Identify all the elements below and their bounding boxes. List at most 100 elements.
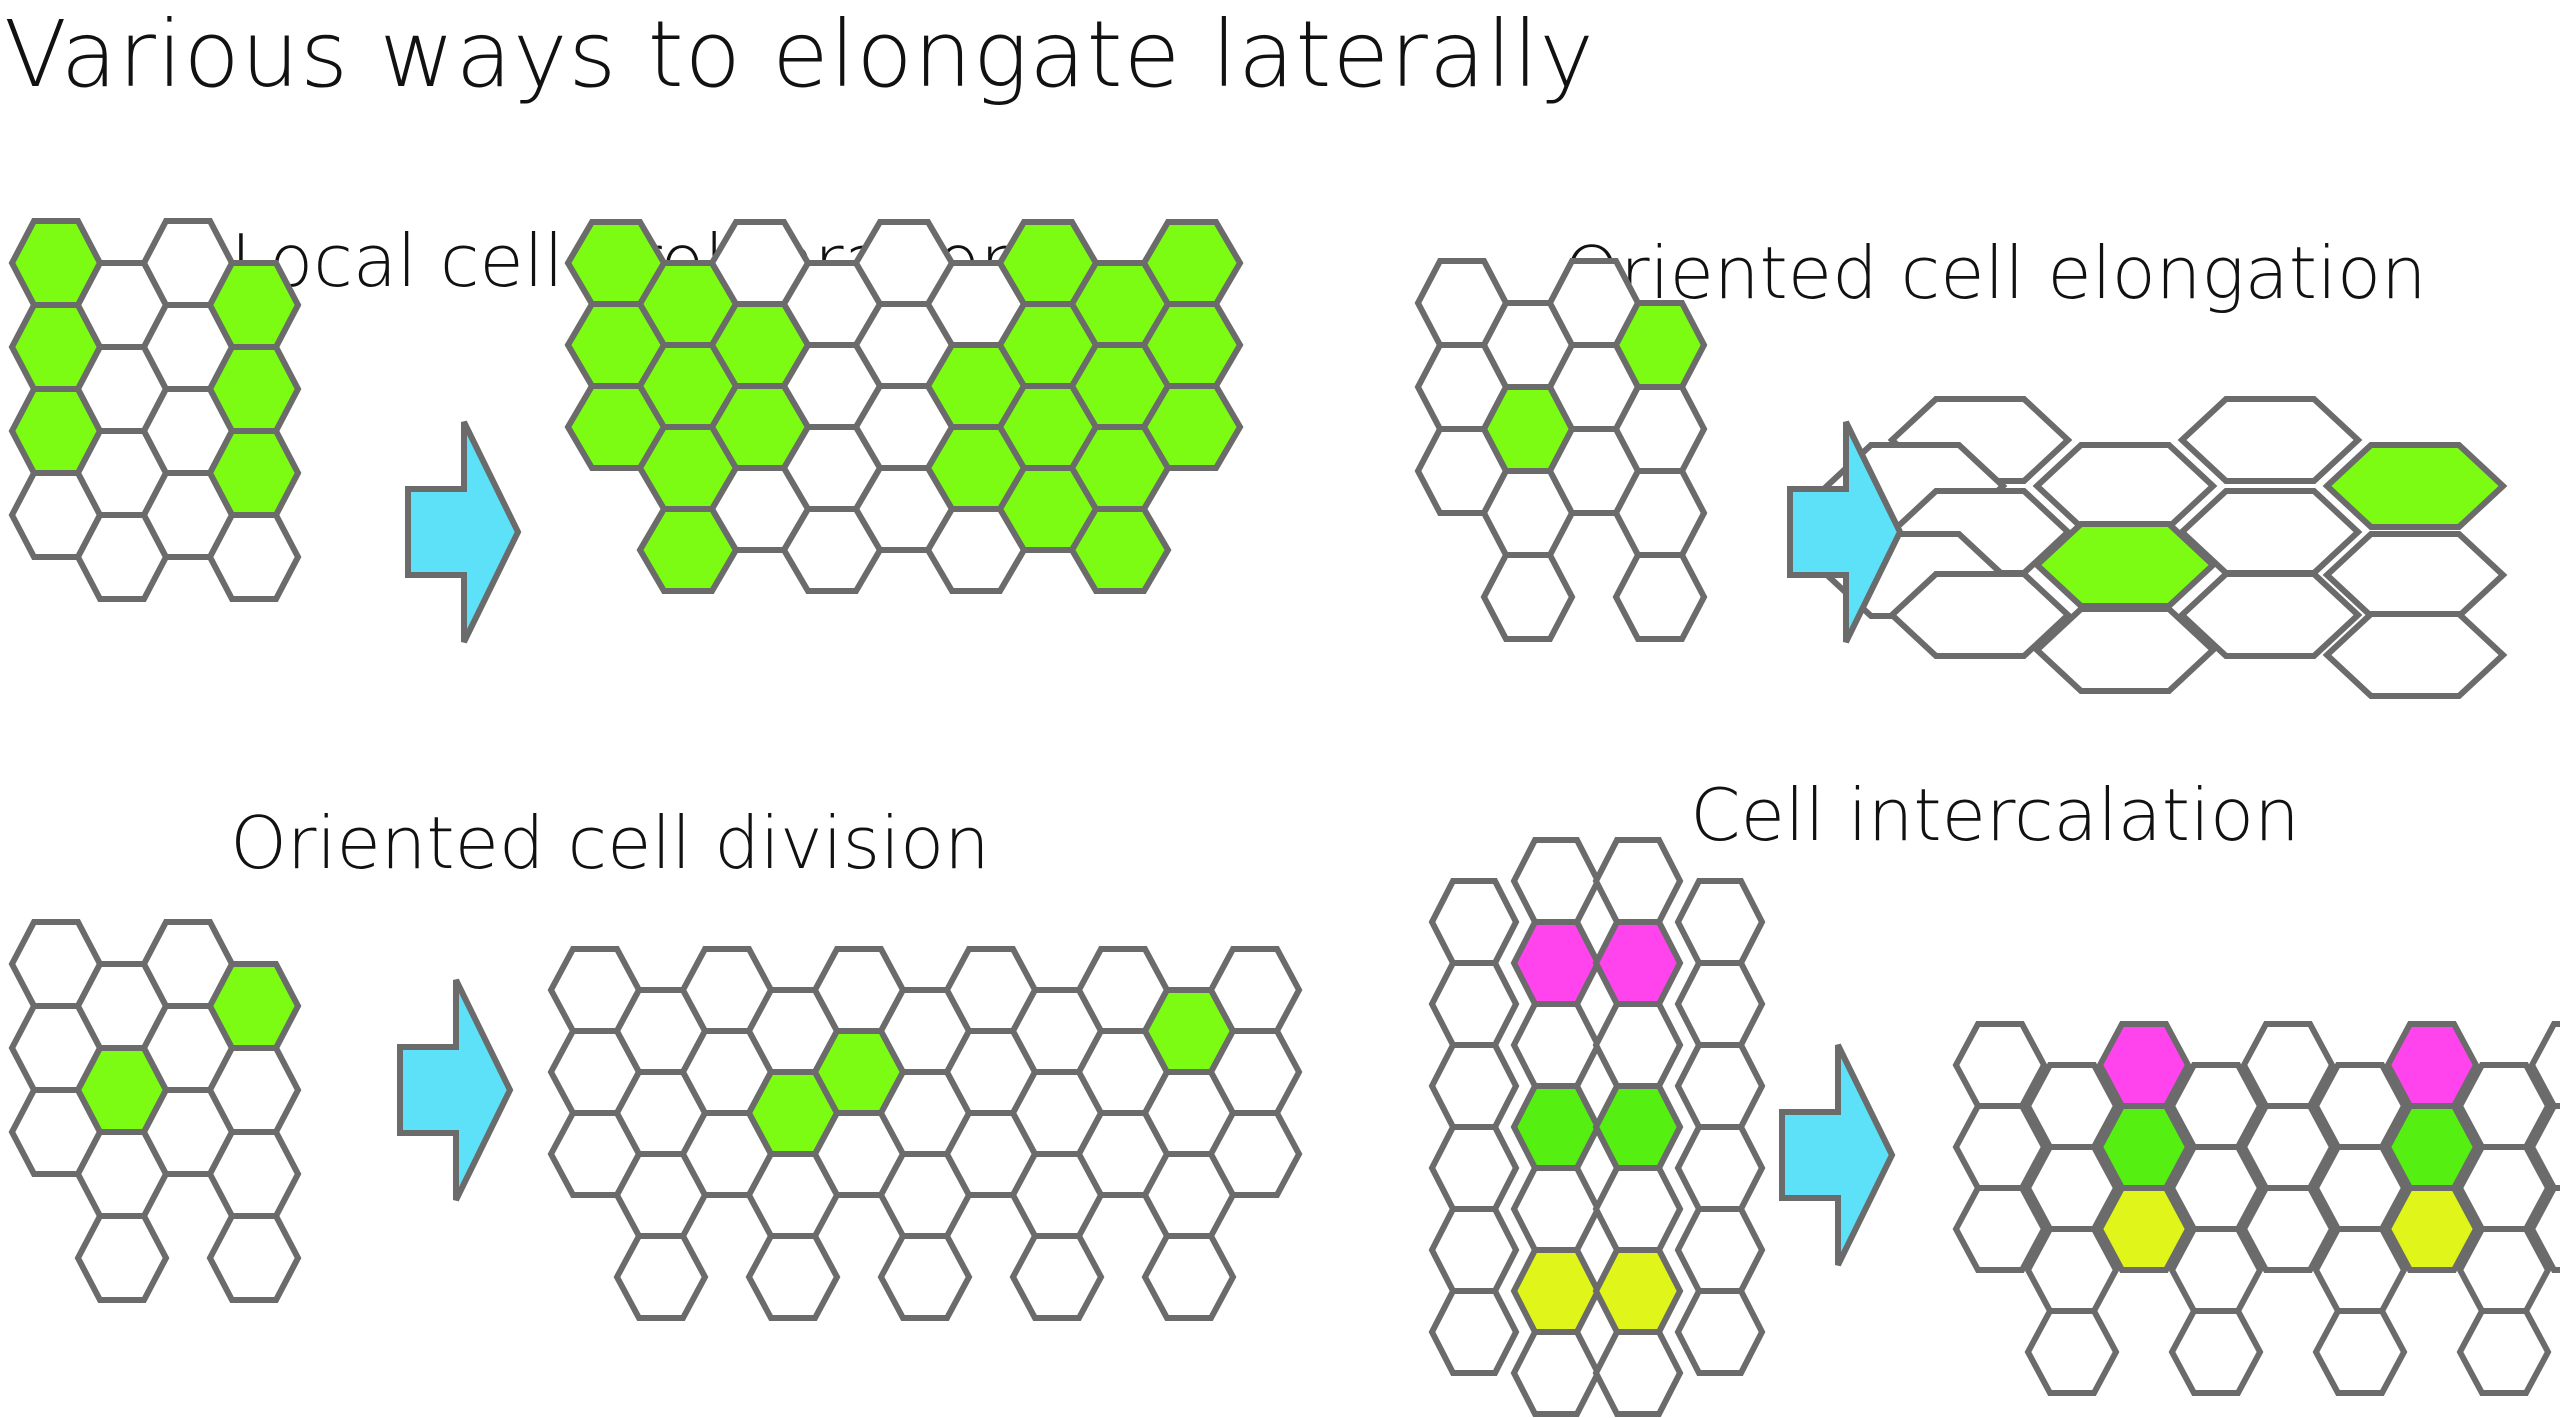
magenta-cell	[2096, 1021, 2192, 1109]
cell	[1207, 1028, 1303, 1116]
cell	[1887, 571, 2073, 659]
cell	[1674, 1206, 1766, 1294]
green-cell	[1510, 1083, 1602, 1171]
cell	[1428, 878, 1520, 966]
cell	[2168, 1062, 2264, 1150]
green-cell	[2032, 521, 2218, 609]
green-cell	[1140, 301, 1244, 389]
cell	[2456, 1226, 2552, 1314]
cell	[1612, 384, 1708, 474]
cell	[1428, 960, 1520, 1048]
division-before-sheet	[8, 919, 302, 1303]
right-arrow-icon	[405, 420, 522, 644]
cell	[1674, 1124, 1766, 1212]
cell	[2312, 1226, 2408, 1314]
cell	[1612, 468, 1708, 558]
cell	[1207, 946, 1303, 1034]
cell	[1009, 1233, 1105, 1321]
cell	[745, 1233, 841, 1321]
cell	[1141, 1233, 1237, 1321]
cell	[1952, 1021, 2048, 1109]
green-cell	[2384, 1103, 2480, 1191]
cell	[2528, 1185, 2560, 1273]
intercalation-after-sheet	[1952, 1021, 2560, 1396]
cell	[1510, 1329, 1602, 1417]
green-cell	[1612, 300, 1708, 390]
cell	[74, 1213, 170, 1303]
cell	[2312, 1144, 2408, 1232]
cell	[2168, 1144, 2264, 1232]
right-arrow-icon	[1779, 1043, 1896, 1267]
green-cell	[206, 344, 302, 434]
green-cell	[206, 260, 302, 350]
cell	[2456, 1062, 2552, 1150]
right-arrow-icon	[397, 978, 514, 1202]
green-cell	[2096, 1103, 2192, 1191]
cell	[1428, 1288, 1520, 1376]
cell	[2024, 1308, 2120, 1396]
cell	[2168, 1226, 2264, 1314]
cell	[1674, 1042, 1766, 1130]
cell	[2024, 1226, 2120, 1314]
cell	[1952, 1103, 2048, 1191]
cell	[1510, 1165, 1602, 1253]
cell	[1428, 1206, 1520, 1294]
cell	[2322, 611, 2508, 699]
cell	[2168, 1308, 2264, 1396]
elongation-before-sheet	[1414, 258, 1708, 642]
green-cell	[1140, 219, 1244, 307]
cell	[2240, 1103, 2336, 1191]
cell	[1510, 1001, 1602, 1089]
cell	[2032, 606, 2218, 694]
green-cell	[1592, 1083, 1684, 1171]
cell	[2032, 442, 2218, 530]
cell	[1592, 1165, 1684, 1253]
proliferation-before-sheet	[8, 218, 302, 602]
right-arrow-icon	[1787, 420, 1904, 644]
cell	[1207, 1110, 1303, 1198]
cell	[2312, 1062, 2408, 1150]
cell	[1428, 1124, 1520, 1212]
intercalation-before-sheet	[1428, 837, 1766, 1417]
cell	[1592, 837, 1684, 925]
cell	[1480, 552, 1576, 642]
cell	[1674, 878, 1766, 966]
cell	[2177, 396, 2363, 484]
cell	[2177, 571, 2363, 659]
green-cell	[1068, 506, 1172, 594]
cell	[2240, 1185, 2336, 1273]
cell	[206, 512, 302, 602]
panel-title-oriented-cell-elongation: Oriented cell elongation	[1563, 231, 2427, 315]
green-cell	[1140, 383, 1244, 471]
cell	[2024, 1144, 2120, 1232]
cell	[613, 1233, 709, 1321]
green-cell	[206, 961, 302, 1051]
cell	[2024, 1062, 2120, 1150]
cell	[2322, 531, 2508, 619]
cell	[1510, 837, 1602, 925]
cell	[1428, 1042, 1520, 1130]
cell	[877, 1233, 973, 1321]
yellow-cell	[2384, 1185, 2480, 1273]
yellow-cell	[1510, 1247, 1602, 1335]
cell	[1952, 1185, 2048, 1273]
cell	[2456, 1144, 2552, 1232]
magenta-cell	[1510, 919, 1602, 1007]
cell	[1592, 1329, 1684, 1417]
cell	[1592, 1001, 1684, 1089]
cell	[1674, 960, 1766, 1048]
yellow-cell	[2096, 1185, 2192, 1273]
cell	[2456, 1308, 2552, 1396]
green-cell	[206, 428, 302, 518]
magenta-cell	[1592, 919, 1684, 1007]
panel-title-oriented-cell-division: Oriented cell division	[230, 801, 990, 885]
division-after-sheet	[547, 946, 1303, 1321]
cell	[206, 1045, 302, 1135]
cell	[206, 1129, 302, 1219]
cell	[1674, 1288, 1766, 1376]
yellow-cell	[1592, 1247, 1684, 1335]
green-cell	[2322, 442, 2508, 530]
cell	[2240, 1021, 2336, 1109]
elongation-after-sheet	[1822, 396, 2508, 699]
